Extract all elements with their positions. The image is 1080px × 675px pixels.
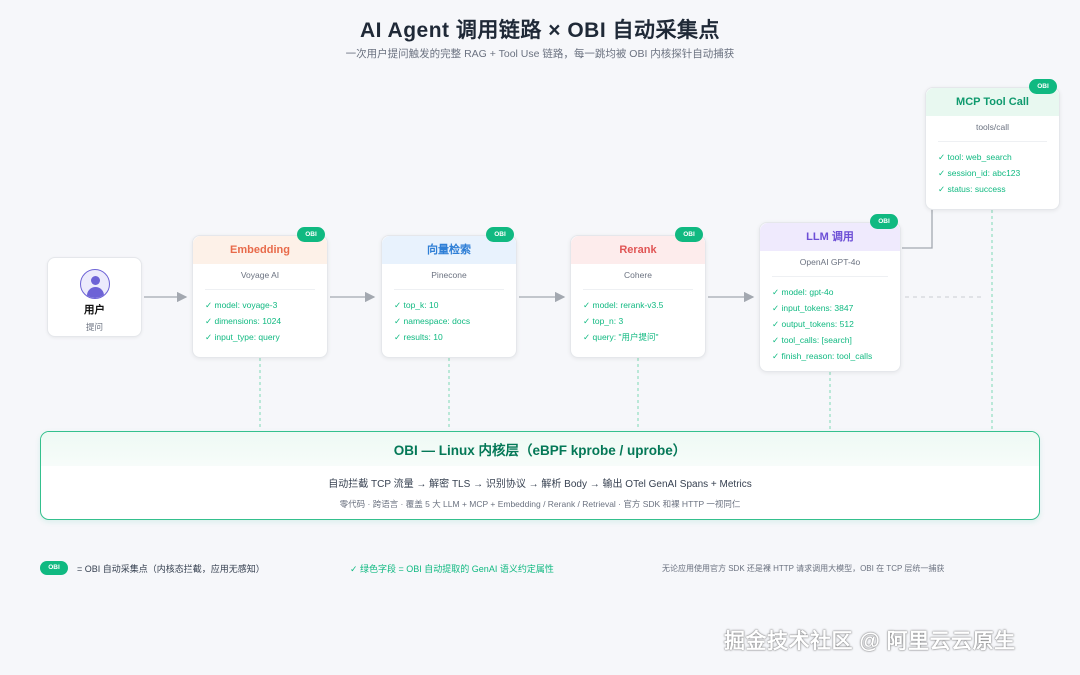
embedding-provider: Voyage AI bbox=[205, 270, 315, 290]
rerank-field: ✓ query: "用户提问" bbox=[583, 332, 659, 342]
legend-obi-collection-point: = OBI 自动采集点（内核态拦截，应用无感知） bbox=[77, 564, 265, 574]
mcp-tool-field: ✓ status: success bbox=[938, 184, 1006, 194]
embedding-field: ✓ model: voyage-3 bbox=[205, 300, 278, 310]
vector-search-field: ✓ namespace: docs bbox=[394, 316, 471, 326]
connector-llm-mcp bbox=[902, 196, 933, 249]
llm-node: OBI LLM 调用 OpenAI GPT-4o ✓ model: gpt-4o… bbox=[759, 214, 901, 372]
llm-field: ✓ input_tokens: 3847 bbox=[772, 303, 854, 313]
vector-search-node: OBI 向量检索 Pinecone ✓ top_k: 10 ✓ namespac… bbox=[381, 227, 517, 358]
obi-badge: OBI bbox=[675, 227, 703, 242]
vector-search-field: ✓ results: 10 bbox=[394, 332, 443, 342]
user-sub: 提问 bbox=[85, 322, 103, 332]
obi-badge: OBI bbox=[1029, 79, 1057, 94]
obi-features-text: 零代码 · 跨语言 · 覆盖 5 大 LLM + MCP + Embedding… bbox=[339, 499, 741, 509]
vector-search-provider: Pinecone bbox=[394, 270, 504, 290]
llm-field: ✓ finish_reason: tool_calls bbox=[772, 351, 873, 361]
llm-field: ✓ output_tokens: 512 bbox=[772, 319, 854, 329]
obi-badge: OBI bbox=[486, 227, 514, 242]
page-subtitle: 一次用户提问触发的完整 RAG + Tool Use 链路，每一跳均被 OBI … bbox=[345, 48, 735, 60]
mcp-tool-node: OBI MCP Tool Call tools/call ✓ tool: web… bbox=[925, 79, 1060, 210]
obi-kernel-title: OBI — Linux 内核层（eBPF kprobe / uprobe） bbox=[41, 432, 1039, 466]
rerank-node: OBI Rerank Cohere ✓ model: rerank-v3.5 ✓… bbox=[570, 227, 706, 358]
vector-search-title: 向量检索 bbox=[382, 236, 516, 264]
mcp-tool-field: ✓ session_id: abc123 bbox=[938, 168, 1021, 178]
legend-obi-badge: OBI bbox=[40, 561, 68, 575]
mcp-tool-field: ✓ tool: web_search bbox=[938, 152, 1012, 162]
user-node: 用户 提问 bbox=[47, 257, 142, 337]
legend-note: 无论应用使用官方 SDK 还是裸 HTTP 请求调用大模型，OBI 在 TCP … bbox=[662, 564, 945, 573]
mcp-tool-method: tools/call bbox=[938, 122, 1047, 142]
watermark: 掘金技术社区 @ 阿里云云原生 bbox=[724, 630, 1016, 653]
embedding-field: ✓ input_type: query bbox=[205, 332, 280, 342]
obi-pipeline-text: 自动拦截 TCP 流量 → 解密 TLS → 识别协议 → 解析 Body → … bbox=[328, 479, 752, 490]
embedding-field: ✓ dimensions: 1024 bbox=[205, 316, 282, 326]
embedding-node: OBI Embedding Voyage AI ✓ model: voyage-… bbox=[192, 227, 328, 358]
user-label: 用户 bbox=[84, 304, 105, 316]
vector-search-field: ✓ top_k: 10 bbox=[394, 300, 439, 310]
user-icon bbox=[79, 269, 110, 299]
llm-field: ✓ tool_calls: [search] bbox=[772, 335, 852, 345]
rerank-field: ✓ model: rerank-v3.5 bbox=[583, 300, 664, 310]
rerank-field: ✓ top_n: 3 bbox=[583, 316, 624, 326]
embedding-title: Embedding bbox=[193, 236, 327, 264]
legend-green-fields: ✓ 绿色字段 = OBI 自动提取的 GenAI 语义约定属性 bbox=[350, 564, 554, 574]
llm-field: ✓ model: gpt-4o bbox=[772, 287, 834, 297]
page-title: AI Agent 调用链路 × OBI 自动采集点 bbox=[360, 19, 720, 42]
obi-badge: OBI bbox=[297, 227, 325, 242]
obi-badge: OBI bbox=[870, 214, 898, 229]
rerank-provider: Cohere bbox=[583, 270, 693, 290]
llm-provider: OpenAI GPT-4o bbox=[772, 257, 888, 277]
obi-kernel-panel: OBI — Linux 内核层（eBPF kprobe / uprobe） 自动… bbox=[40, 431, 1040, 520]
